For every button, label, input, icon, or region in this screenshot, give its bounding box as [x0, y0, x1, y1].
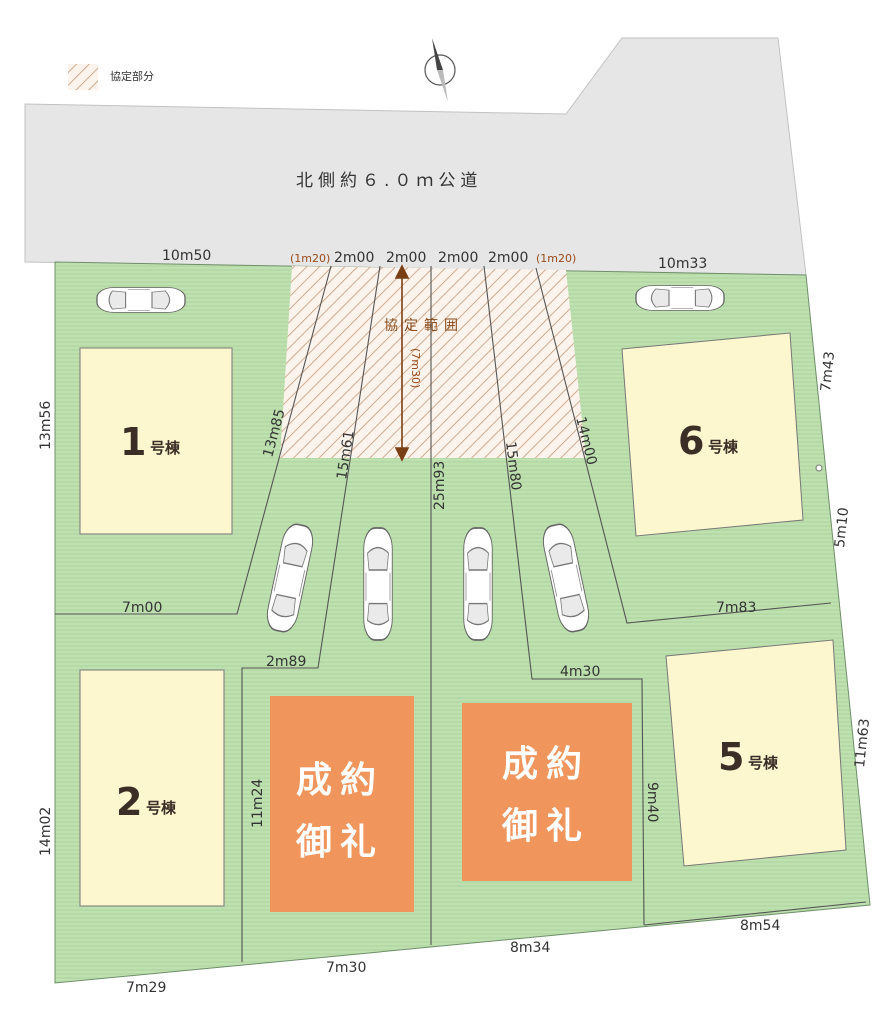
- road-area: [24, 37, 807, 276]
- lot-5-suffix: 号棟: [748, 754, 779, 772]
- sold-3-line2: 御礼: [295, 822, 384, 863]
- dim-bottom-b: 8m34: [510, 940, 550, 956]
- lot-2-house: [79, 669, 225, 907]
- lot-6-number: 6: [678, 419, 704, 463]
- dim-center: 25m93: [432, 461, 448, 510]
- dim-left-lower: 14m02: [38, 807, 54, 856]
- dim-top-small-left: (1m20): [290, 252, 330, 265]
- sold-3-line1: 成約: [296, 760, 384, 801]
- dim-left-upper: 13m56: [38, 401, 54, 450]
- dim-top-right: 10m33: [658, 256, 707, 272]
- dim-top-b: 2m00: [386, 250, 426, 266]
- dim-lot3-top: 2m89: [266, 654, 306, 670]
- dim-lot4-right: 9m40: [644, 782, 660, 822]
- dim-right-lower: 11m63: [852, 718, 873, 769]
- dim-top-c: 2m00: [438, 250, 478, 266]
- car-icon: [96, 286, 186, 314]
- boundary-marker: [815, 464, 823, 472]
- dim-diag-c: 15m80: [502, 441, 524, 492]
- depth-arrow: [394, 264, 410, 462]
- dim-lot4-top: 4m30: [560, 664, 600, 680]
- dim-lot6-bottom: 7m83: [716, 600, 756, 616]
- legend-hatch-swatch: [68, 64, 98, 90]
- lot-5-number: 5: [718, 735, 744, 779]
- compass-icon: [424, 38, 456, 102]
- sold-4-line1: 成約: [502, 744, 590, 785]
- dim-lot1-bottom: 7m00: [122, 600, 162, 616]
- road-label: 北側約６.０ｍ公道: [296, 171, 482, 191]
- lot-2-suffix: 号棟: [146, 799, 177, 817]
- car-icon: [462, 527, 494, 641]
- agreement-depth-label: (7m30): [409, 348, 422, 388]
- dim-bottom-right: 8m54: [740, 918, 780, 934]
- sold-4-line2: 御礼: [501, 806, 590, 847]
- dim-top-small-right: (1m20): [536, 252, 576, 265]
- lot-1-suffix: 号棟: [150, 439, 181, 457]
- lot-1-house: [79, 347, 233, 535]
- legend-label: 協定部分: [110, 69, 154, 83]
- sold-badge-lot-3: [270, 696, 414, 912]
- lot-6-suffix: 号棟: [708, 438, 739, 456]
- car-icon: [635, 284, 725, 312]
- dim-right-mid: 5m10: [832, 507, 852, 549]
- dim-right-upper: 7m43: [818, 351, 838, 393]
- lot-2-number: 2: [116, 780, 142, 824]
- lot-6-house: [621, 332, 804, 537]
- lot-1-number: 1: [120, 420, 146, 464]
- dim-diag-b: 15m61: [334, 429, 358, 480]
- lot-5-house: [665, 639, 847, 867]
- agreement-area: [280, 266, 586, 458]
- lot-boundaries: [55, 265, 867, 962]
- sold-badge-lot-4: [462, 703, 632, 881]
- dim-bottom-left: 7m29: [126, 980, 166, 996]
- dim-top-left: 10m50: [162, 248, 211, 264]
- dim-lot3-left: 11m24: [250, 779, 266, 828]
- car-icon: [362, 527, 394, 641]
- dim-bottom-a: 7m30: [326, 960, 366, 976]
- dim-top-d: 2m00: [488, 250, 528, 266]
- agreement-label: 協定範囲: [384, 317, 464, 334]
- dim-top-a: 2m00: [334, 250, 374, 266]
